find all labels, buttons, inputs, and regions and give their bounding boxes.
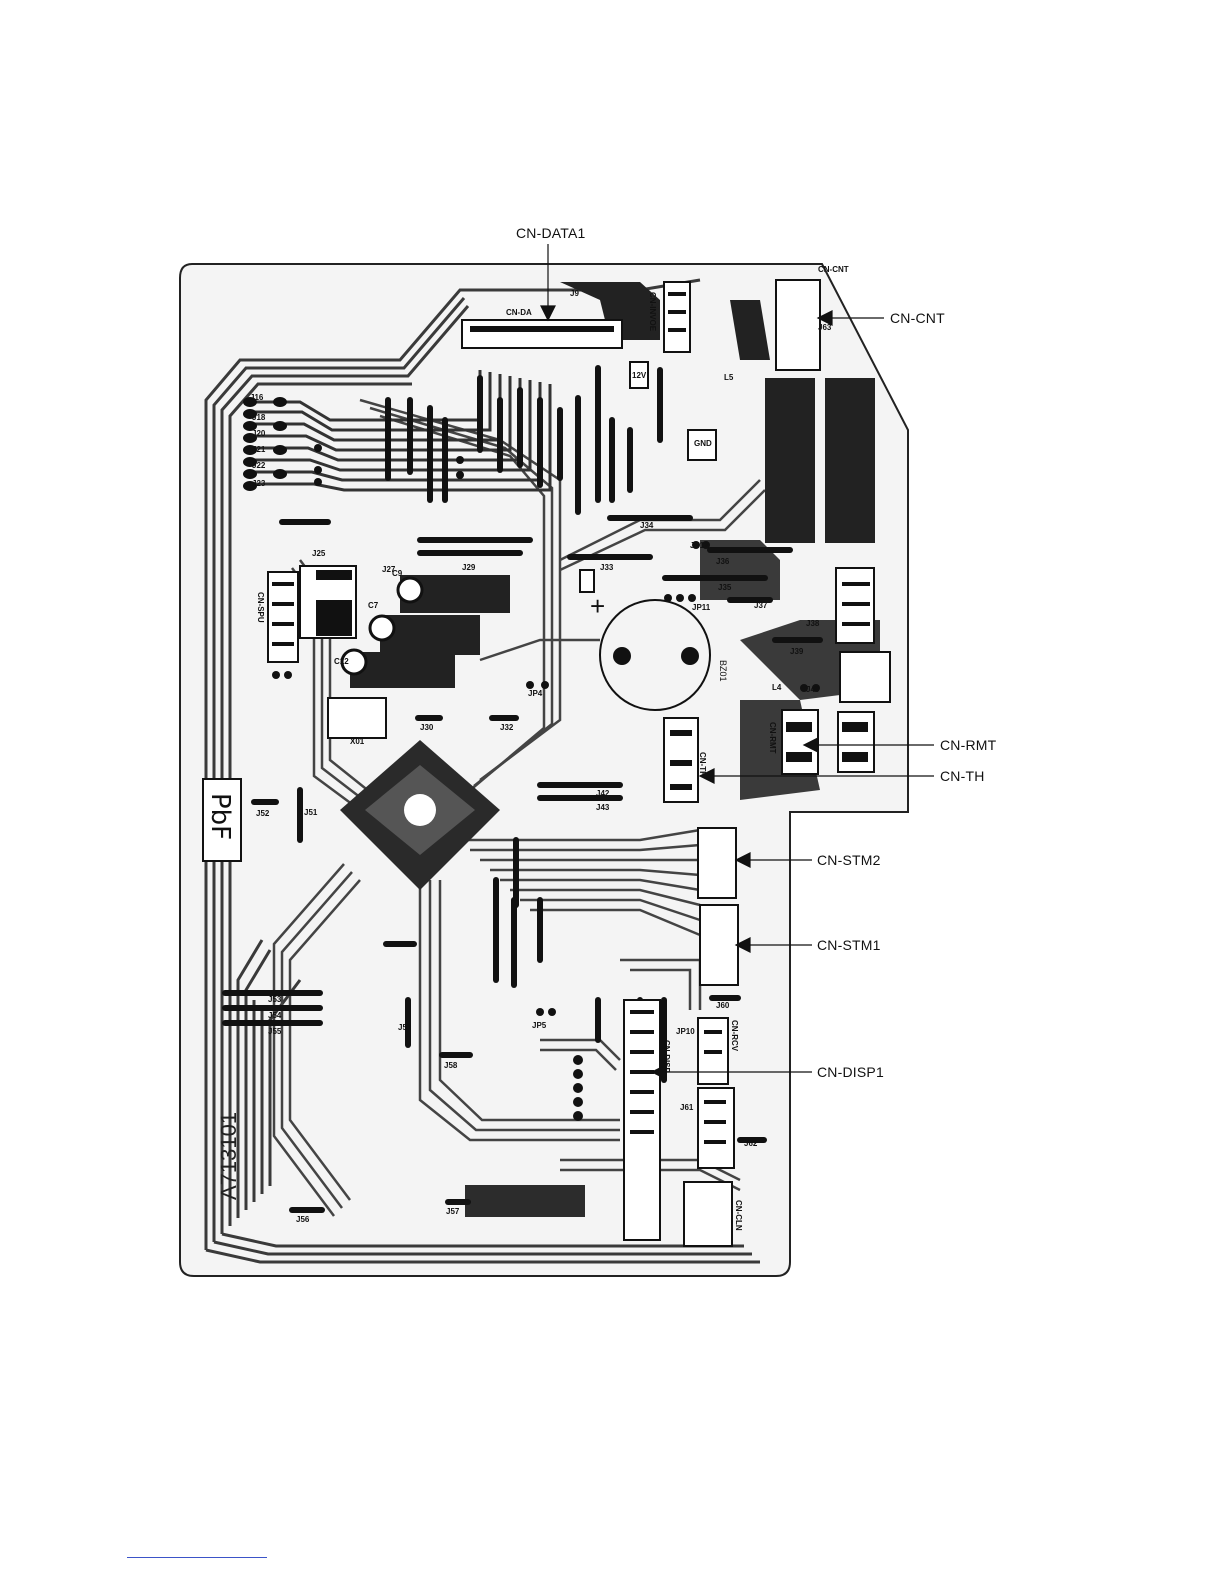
label-j37: J37 bbox=[754, 601, 768, 610]
label-j40: J40 bbox=[806, 685, 820, 694]
label-l4: L4 bbox=[772, 683, 782, 692]
bz01-label: BZ01 bbox=[718, 660, 728, 682]
connector-pins bbox=[272, 292, 870, 1144]
label-j18: J18 bbox=[252, 413, 266, 422]
label-j27: J27 bbox=[382, 565, 396, 574]
label-j62: J62 bbox=[744, 1139, 758, 1148]
jumper-wires bbox=[222, 365, 823, 1213]
label-cn-data-s: CN-DA bbox=[506, 308, 532, 317]
label-jp11: JP11 bbox=[692, 603, 711, 612]
label-j56: J56 bbox=[296, 1215, 310, 1224]
label-c7: C7 bbox=[368, 601, 379, 610]
buzzer-bz01: + BZ01 bbox=[590, 591, 728, 711]
label-cn-rcv: CN-RCV bbox=[730, 1020, 739, 1052]
callout-cn-rmt: CN-RMT bbox=[940, 737, 997, 753]
label-j59: J59 bbox=[398, 1023, 412, 1032]
label-j9: J9 bbox=[570, 289, 579, 298]
ic-fanout-traces bbox=[272, 398, 766, 1217]
label-j55: J55 bbox=[268, 1027, 282, 1036]
label-j30: J30 bbox=[420, 723, 434, 732]
label-j21: J21 bbox=[252, 445, 266, 454]
callout-cn-data1: CN-DATA1 bbox=[516, 225, 586, 241]
board-code: A713101 bbox=[216, 1112, 241, 1200]
label-j43: J43 bbox=[596, 803, 610, 812]
label-j63: J63 bbox=[818, 323, 832, 332]
label-j29: J29 bbox=[462, 563, 476, 572]
callout-cn-th: CN-TH bbox=[940, 768, 985, 784]
label-j42: J42 bbox=[596, 789, 610, 798]
label-j53: J53 bbox=[268, 995, 282, 1004]
label-j60: J60 bbox=[716, 1001, 730, 1010]
footer-rule bbox=[127, 1557, 267, 1558]
label-gnd: GND bbox=[694, 439, 712, 448]
label-cn-inv: CN-INVOE bbox=[648, 292, 657, 332]
silkscreen-labels: J16 J18 J20 J21 J22 J23 J25 J27 J29 J30 … bbox=[250, 265, 849, 1231]
label-j34: J34 bbox=[640, 521, 654, 530]
pbf-text: PbF bbox=[205, 793, 235, 840]
label-cn-disp: CN-DISP bbox=[662, 1040, 671, 1074]
label-cn-th-s: CN-TH bbox=[698, 752, 707, 777]
callout-cn-cnt: CN-CNT bbox=[890, 310, 945, 326]
label-jp5: JP5 bbox=[532, 1021, 547, 1030]
label-12v: 12V bbox=[632, 371, 647, 380]
label-c9: C9 bbox=[392, 569, 403, 578]
label-jp12: JP12 bbox=[690, 541, 709, 550]
label-j38: J38 bbox=[806, 619, 820, 628]
label-j52: J52 bbox=[256, 809, 270, 818]
callout-leaders bbox=[540, 244, 934, 1080]
label-j35: J35 bbox=[718, 583, 732, 592]
label-j20: J20 bbox=[252, 429, 266, 438]
label-j61: J61 bbox=[680, 1103, 694, 1112]
label-j58: J58 bbox=[444, 1061, 458, 1070]
label-j22: J22 bbox=[252, 461, 266, 470]
label-l5: L5 bbox=[724, 373, 734, 382]
label-j36: J36 bbox=[716, 557, 730, 566]
label-cn-cnt-s: CN-CNT bbox=[818, 265, 849, 274]
callout-cn-stm2: CN-STM2 bbox=[817, 852, 881, 868]
capacitors bbox=[340, 576, 424, 676]
label-x01: X01 bbox=[350, 737, 365, 746]
label-j23: J23 bbox=[252, 479, 266, 488]
callout-cn-stm1: CN-STM1 bbox=[817, 937, 881, 953]
label-cn-spu: CN-SPU bbox=[256, 592, 265, 623]
label-cn-cln: CN-CLN bbox=[734, 1200, 743, 1231]
label-j57: J57 bbox=[446, 1207, 460, 1216]
label-j33: J33 bbox=[600, 563, 614, 572]
label-j39: J39 bbox=[790, 647, 804, 656]
label-j25: J25 bbox=[312, 549, 326, 558]
label-j54: J54 bbox=[268, 1011, 282, 1020]
pbf-mark: PbF bbox=[202, 778, 242, 862]
label-jp4: JP4 bbox=[528, 689, 543, 698]
main-ic bbox=[340, 740, 500, 890]
label-j16: J16 bbox=[250, 393, 264, 402]
label-c12: C12 bbox=[334, 657, 349, 666]
solder-pads bbox=[243, 397, 820, 1121]
svg-text:+: + bbox=[590, 591, 605, 621]
label-cn-rmt-s: CN-RMT bbox=[768, 722, 777, 754]
label-j51: J51 bbox=[304, 808, 318, 817]
callout-cn-disp1: CN-DISP1 bbox=[817, 1064, 884, 1080]
label-jp10: JP10 bbox=[676, 1027, 695, 1036]
label-j32: J32 bbox=[500, 723, 514, 732]
